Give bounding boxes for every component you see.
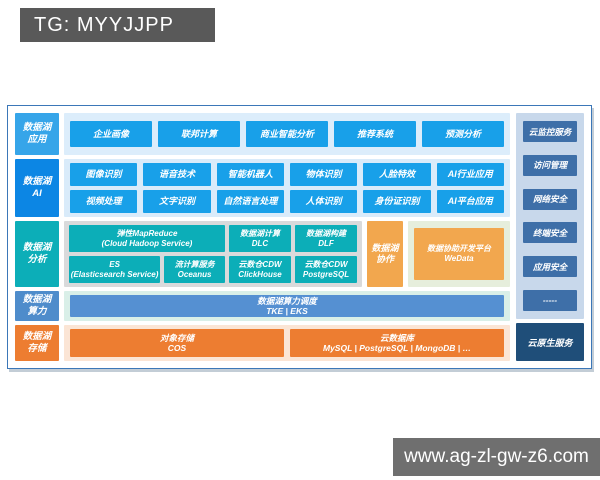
storage-content: 对象存储 COS 云数据库 MySQL | PostgreSQL | Mongo… (64, 325, 510, 361)
box-video-processing: 视频处理 (70, 190, 138, 213)
ai-content: 图像识别 语音技术 智能机器人 物体识别 人脸特效 AI行业应用 视频处理 文字… (64, 159, 510, 217)
sidebar-services-group: 云监控服务 访问管理 网络安全 终端安全 应用安全 ----- (516, 113, 584, 319)
row-datalake-analysis: 数据湖 分析 弹性MapReduce (Cloud Hadoop Service… (15, 221, 510, 287)
box-cloud-database: 云数据库 MySQL | PostgreSQL | MongoDB | … (290, 329, 504, 357)
box-cdw-postgresql: 云数仓CDW PostgreSQL (294, 256, 357, 283)
sidebar-item-network-security: 网络安全 (523, 188, 577, 210)
row-datalake-ai: 数据湖 AI 图像识别 语音技术 智能机器人 物体识别 人脸特效 AI行业应用 … (15, 159, 510, 217)
label-datalake-applications: 数据湖 应用 (15, 113, 59, 155)
box-wedata: 数据协助开发平台 WeData (414, 228, 504, 280)
label-datalake-storage: 数据湖 存储 (15, 325, 59, 361)
box-tke-eks-scheduling: 数据湖算力调度 TKE | EKS (70, 295, 504, 317)
box-enterprise-profile: 企业画像 (70, 121, 152, 147)
sidebar-item-ellipsis: ----- (523, 289, 577, 311)
box-recommendation-system: 推荐系统 (334, 121, 416, 147)
diagram-sidebar: 云监控服务 访问管理 网络安全 终端安全 应用安全 ----- 云原生服务 (516, 113, 584, 361)
box-dlc: 数据湖计算 DLC (228, 225, 291, 252)
row-datalake-compute: 数据湖 算力 数据湖算力调度 TKE | EKS (15, 291, 510, 321)
sidebar-item-access-management: 访问管理 (523, 154, 577, 176)
compute-content: 数据湖算力调度 TKE | EKS (64, 291, 510, 321)
ai-line-1: 图像识别 语音技术 智能机器人 物体识别 人脸特效 AI行业应用 (70, 163, 504, 186)
box-id-card-recognition: 身份证识别 (363, 190, 431, 213)
watermark-text: www.ag-zl-gw-z6.com (404, 446, 589, 467)
analysis-content: 弹性MapReduce (Cloud Hadoop Service) 数据湖计算… (64, 221, 510, 287)
label-datalake-collaboration: 数据湖 协作 (367, 221, 403, 287)
applications-content: 企业画像 联邦计算 商业智能分析 推荐系统 预测分析 (64, 113, 510, 155)
tg-banner-text: TG: MYYJJPP (34, 13, 174, 36)
box-nlp: 自然语言处理 (216, 190, 284, 213)
box-oceanus: 流计算服务 Oceanus (164, 256, 225, 283)
box-object-recognition: 物体识别 (289, 163, 358, 186)
box-dlf: 数据湖构建 DLF (294, 225, 357, 252)
box-emr: 弹性MapReduce (Cloud Hadoop Service) (69, 225, 225, 252)
box-ai-platform-apps: AI平台应用 (436, 190, 504, 213)
row-datalake-applications: 数据湖 应用 企业画像 联邦计算 商业智能分析 推荐系统 预测分析 (15, 113, 510, 155)
label-datalake-analysis: 数据湖 分析 (15, 221, 59, 287)
ai-line-2: 视频处理 文字识别 自然语言处理 人体识别 身份证识别 AI平台应用 (70, 190, 504, 213)
box-cdw-clickhouse: 云数仓CDW ClickHouse (228, 256, 291, 283)
architecture-diagram: 数据湖 应用 企业画像 联邦计算 商业智能分析 推荐系统 预测分析 数据湖 AI… (7, 105, 592, 369)
row-datalake-storage: 数据湖 存储 对象存储 COS 云数据库 MySQL | PostgreSQL … (15, 325, 510, 361)
box-cos: 对象存储 COS (70, 329, 284, 357)
sidebar-item-cloud-native-services: 云原生服务 (516, 323, 584, 361)
box-federated-computing: 联邦计算 (158, 121, 240, 147)
box-intelligent-robot: 智能机器人 (216, 163, 284, 186)
watermark-banner: www.ag-zl-gw-z6.com (393, 438, 600, 476)
diagram-main-column: 数据湖 应用 企业画像 联邦计算 商业智能分析 推荐系统 预测分析 数据湖 AI… (15, 113, 510, 361)
sidebar-item-application-security: 应用安全 (523, 256, 577, 278)
label-datalake-compute: 数据湖 算力 (15, 291, 59, 321)
box-image-recognition: 图像识别 (70, 163, 138, 186)
box-face-effects: 人脸特效 (363, 163, 431, 186)
box-predictive-analysis: 预测分析 (422, 121, 504, 147)
label-datalake-ai: 数据湖 AI (15, 159, 59, 217)
box-ai-industry-apps: AI行业应用 (436, 163, 504, 186)
box-bi-analysis: 商业智能分析 (246, 121, 328, 147)
sidebar-item-endpoint-security: 终端安全 (523, 222, 577, 244)
collaboration-content: 数据协助开发平台 WeData (408, 221, 510, 287)
analysis-grid: 弹性MapReduce (Cloud Hadoop Service) 数据湖计算… (64, 221, 362, 287)
sidebar-item-cloud-monitoring: 云监控服务 (523, 121, 577, 142)
tg-banner: TG: MYYJJPP (20, 8, 215, 42)
box-speech-technology: 语音技术 (143, 163, 211, 186)
box-elasticsearch: ES (Elasticsearch Service) (69, 256, 161, 283)
box-body-recognition: 人体识别 (289, 190, 358, 213)
box-ocr: 文字识别 (143, 190, 211, 213)
